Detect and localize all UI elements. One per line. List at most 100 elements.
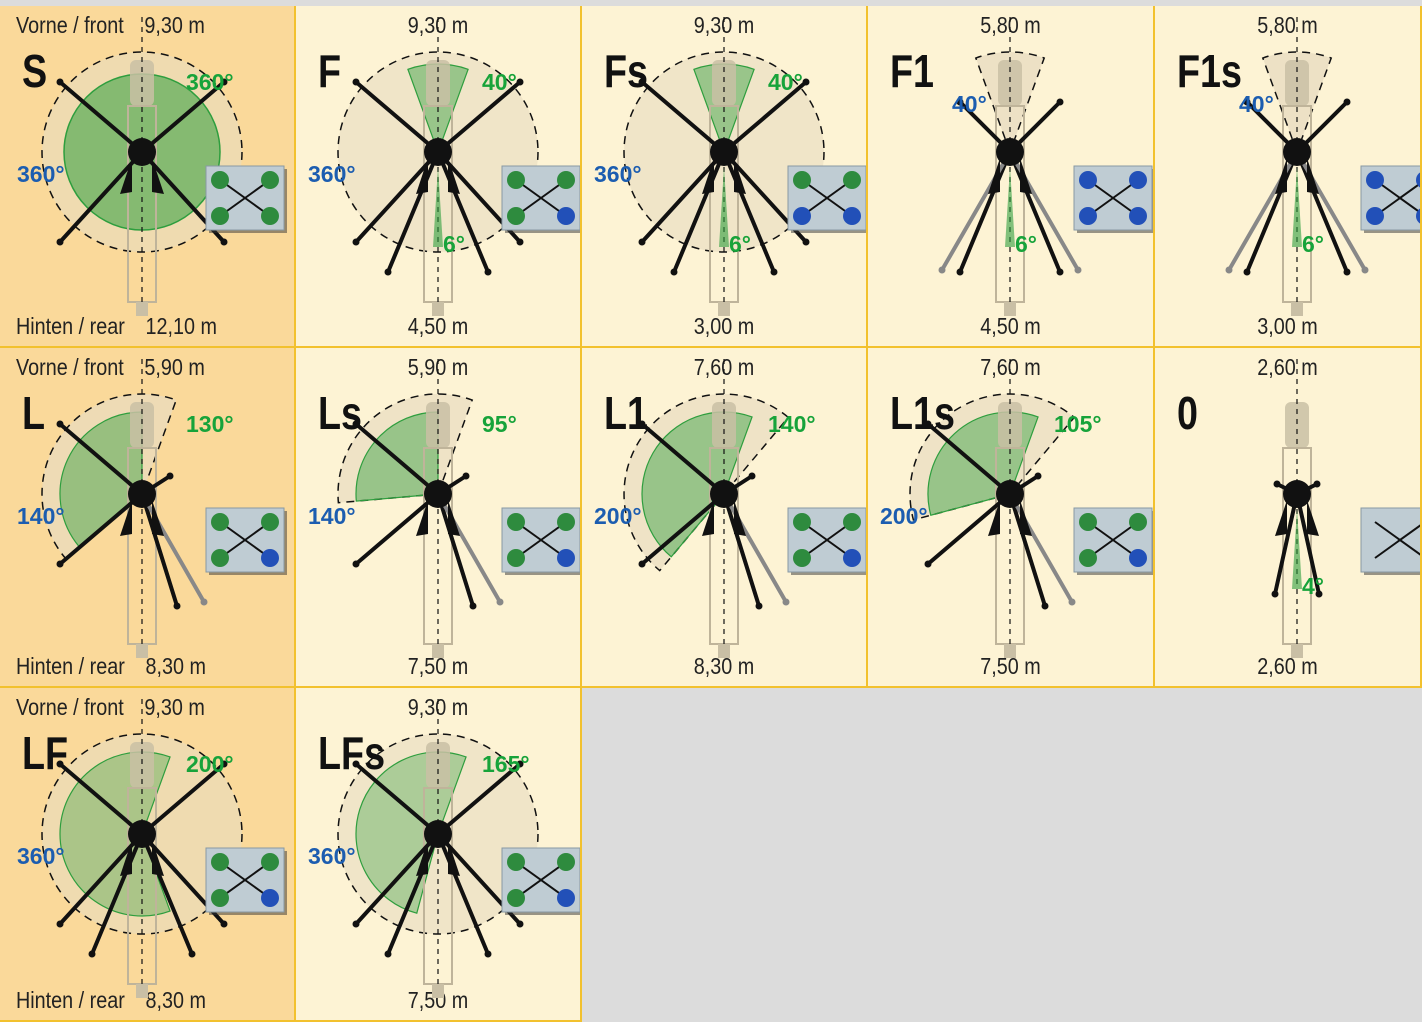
mode-code: Ls [318,387,363,439]
angle-green-label: 165° [482,751,530,777]
rear-distance: 3,00 m [602,313,846,340]
stability-diagram: 95° 140° [308,359,580,658]
front-label: Vorne / front [16,694,124,720]
leg-status-icon [1360,165,1420,233]
rear-label: Hinten / rear [16,313,125,339]
rear-distance: 4,50 m [316,313,560,340]
mode-code: LFs [318,727,386,779]
leg-dot-blue [843,207,861,225]
front-distance: 9,30 m [316,12,560,39]
angle-blue-label: 360° [17,843,65,869]
stability-diagram: 40°360°6° [308,17,580,316]
rear-value: 3,00 m [693,313,755,339]
leg-status-icon [501,165,580,233]
front-distance: 7,60 m [888,354,1133,381]
front-distance: 7,60 m [602,354,846,381]
leg-status-icon [1360,507,1420,575]
front-distance: 2,60 m [1174,354,1402,381]
leg-dot-green [261,207,279,225]
angle-blue-label: 200° [880,503,928,529]
leg-status-icon [501,847,580,915]
mode-code: F [318,45,342,97]
angle-blue-label: 360° [308,843,356,869]
leg-dot-green [793,171,811,189]
angle-rear-label: 6° [1302,231,1324,257]
mode-code: F1s [1177,45,1242,97]
leg-dot-green [261,853,279,871]
leg-dot-blue [1129,207,1147,225]
mode-code: S [22,45,48,97]
leg-dot-green [507,207,525,225]
leg-status-icon [1073,165,1153,233]
leg-dot-blue [1416,172,1420,188]
leg-dot-green [211,889,229,907]
angle-rear-label: 6° [729,231,751,257]
leg-dot-blue [1079,207,1097,225]
front-value: 9,30 m [144,12,205,38]
leg-status-icon [205,847,287,915]
angle-blue-label: 360° [17,161,65,187]
angle-rear-label: 4° [1302,573,1324,599]
angle-green-label: 130° [186,411,234,437]
leg-dot-blue [557,889,575,907]
leg-dot-green [843,513,861,531]
angle-green-label: 95° [482,411,517,437]
leg-dot-green [507,853,525,871]
front-value: 9,30 m [693,12,755,38]
front-value: 2,60 m [1257,354,1318,380]
stability-diagram: 40°6° [938,17,1153,316]
leg-dot-blue [261,889,279,907]
rear-value: 12,10 m [145,313,217,339]
stability-diagram: 165° 360° [308,699,580,998]
leg-dot-green [557,513,575,531]
stability-diagram: 130°140° [17,359,287,658]
leg-dot-blue [1416,208,1420,224]
rear-distance: 3,00 m [1174,313,1402,340]
leg-dot-green [1079,513,1097,531]
rear-value: 4,50 m [980,313,1041,339]
front-value: 9,30 m [407,12,469,38]
front-value: 5,90 m [407,354,469,380]
angle-green-label: 360° [186,69,234,95]
mode-code: L [22,387,46,439]
rear-label: Hinten / rear [16,653,125,679]
rear-value: 3,00 m [1257,313,1318,339]
rear-distance: 4,50 m [888,313,1133,340]
front-label: Vorne / front [16,354,124,380]
stability-diagram: 360° 360° [17,17,287,316]
leg-dot-green [1079,549,1097,567]
angle-green-label: 200° [186,751,234,777]
leg-dot-blue [1129,549,1147,567]
front-value: 5,90 m [144,354,205,380]
stability-diagram: 200° 360° [17,699,287,998]
rear-distance: Hinten / rear 12,10 m [16,313,255,340]
leg-dot-blue [793,207,811,225]
leg-dot-blue [1079,171,1097,189]
leg-dot-green [507,549,525,567]
angle-green-label: 105° [1054,411,1102,437]
front-distance: 5,90 m [316,354,560,381]
angle-green-label: 40° [768,69,803,95]
angle-blue-label: 140° [308,503,356,529]
front-value: 9,30 m [144,694,205,720]
leg-dot-green [507,513,525,531]
leg-dot-green [793,513,811,531]
leg-dot-green [843,171,861,189]
stability-diagram: 140°200° [594,359,866,658]
leg-dot-blue [1366,207,1384,225]
mode-code: Fs [604,45,649,97]
angle-rear-label: 6° [443,231,465,257]
mode-code: 0 [1177,387,1198,439]
angle-blue-label: 360° [308,161,356,187]
leg-status-icon [501,507,580,575]
leg-dot-green [557,853,575,871]
